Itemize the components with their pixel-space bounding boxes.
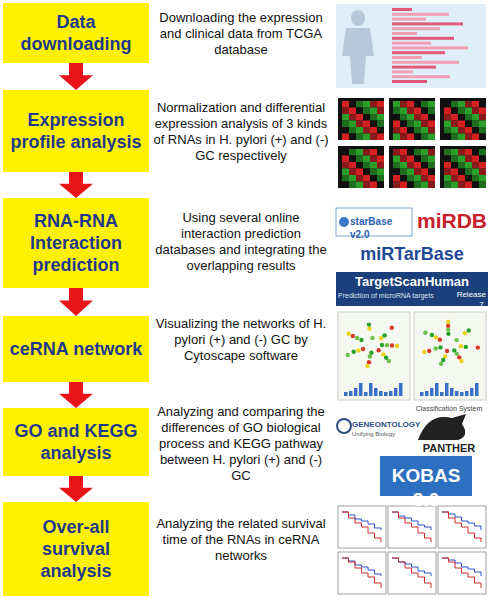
- logo-text: starBase v2.0: [350, 215, 412, 241]
- bar-chart: [392, 8, 468, 83]
- process-box: ceRNA network: [3, 316, 149, 382]
- step-title: GO and KEGG analysis: [9, 420, 143, 464]
- network-panel: [338, 312, 410, 400]
- process-box: Over-all survival analysis: [3, 502, 149, 596]
- body-head: [351, 10, 365, 26]
- targetscan-logo: [336, 272, 488, 306]
- logo-subtext: Prediction of microRNA targets: [338, 291, 448, 300]
- step-title: Expression profile analysis: [9, 109, 143, 153]
- logo-text: GENEONTOLOGY: [352, 420, 410, 430]
- step-title: RNA-RNA Interaction prediction: [9, 210, 143, 276]
- flow-arrow: [59, 476, 93, 502]
- process-box: Expression profile analysis: [3, 90, 149, 172]
- logo-text: miRTarBase: [356, 243, 468, 265]
- body-figure: [342, 28, 374, 84]
- step-description: Analyzing and comparing the differences …: [152, 404, 330, 484]
- flow-arrow: [59, 382, 93, 408]
- logo-text: PANTHER: [410, 442, 488, 455]
- tcga-thumbnail: [336, 4, 486, 88]
- step-title: Over-all survival analysis: [9, 516, 143, 582]
- step-description: Analyzing the related survival time of t…: [152, 516, 330, 564]
- step-description: Normalization and differential expressio…: [152, 100, 330, 164]
- flow-arrow: [59, 288, 93, 316]
- logo-text: KOBAS 3.0: [380, 464, 472, 512]
- logo-subtext: Unifying Biology: [352, 430, 410, 438]
- network-panel: [414, 312, 486, 400]
- step-description: Using several online interaction predict…: [152, 210, 330, 274]
- flow-arrow: [59, 172, 93, 198]
- survival-plots: [338, 506, 486, 594]
- logo-subtext: Release 7.: [448, 290, 486, 310]
- mirtarbase-logo: [356, 242, 468, 266]
- step-description: Visualizing the networks of H. pylori (+…: [152, 316, 330, 364]
- logo-text: miRDB: [416, 208, 488, 234]
- process-box: GO and KEGG analysis: [3, 408, 149, 476]
- network-dots: [344, 320, 480, 396]
- step-title: Data downloading: [9, 11, 143, 55]
- heatmaps: [338, 98, 486, 188]
- logo-text: TargetScanHuman: [338, 274, 486, 289]
- step-title: ceRNA network: [10, 338, 142, 360]
- step-description: Downloading the expression and clinical …: [152, 10, 330, 58]
- flow-arrow: [59, 63, 93, 90]
- logo-subtext: Classification System: [410, 404, 488, 413]
- go-icon: [337, 419, 351, 433]
- panther-figure: [418, 414, 466, 440]
- process-box: RNA-RNA Interaction prediction: [3, 198, 149, 288]
- process-box: Data downloading: [3, 3, 149, 63]
- starbase-icon: [339, 217, 349, 227]
